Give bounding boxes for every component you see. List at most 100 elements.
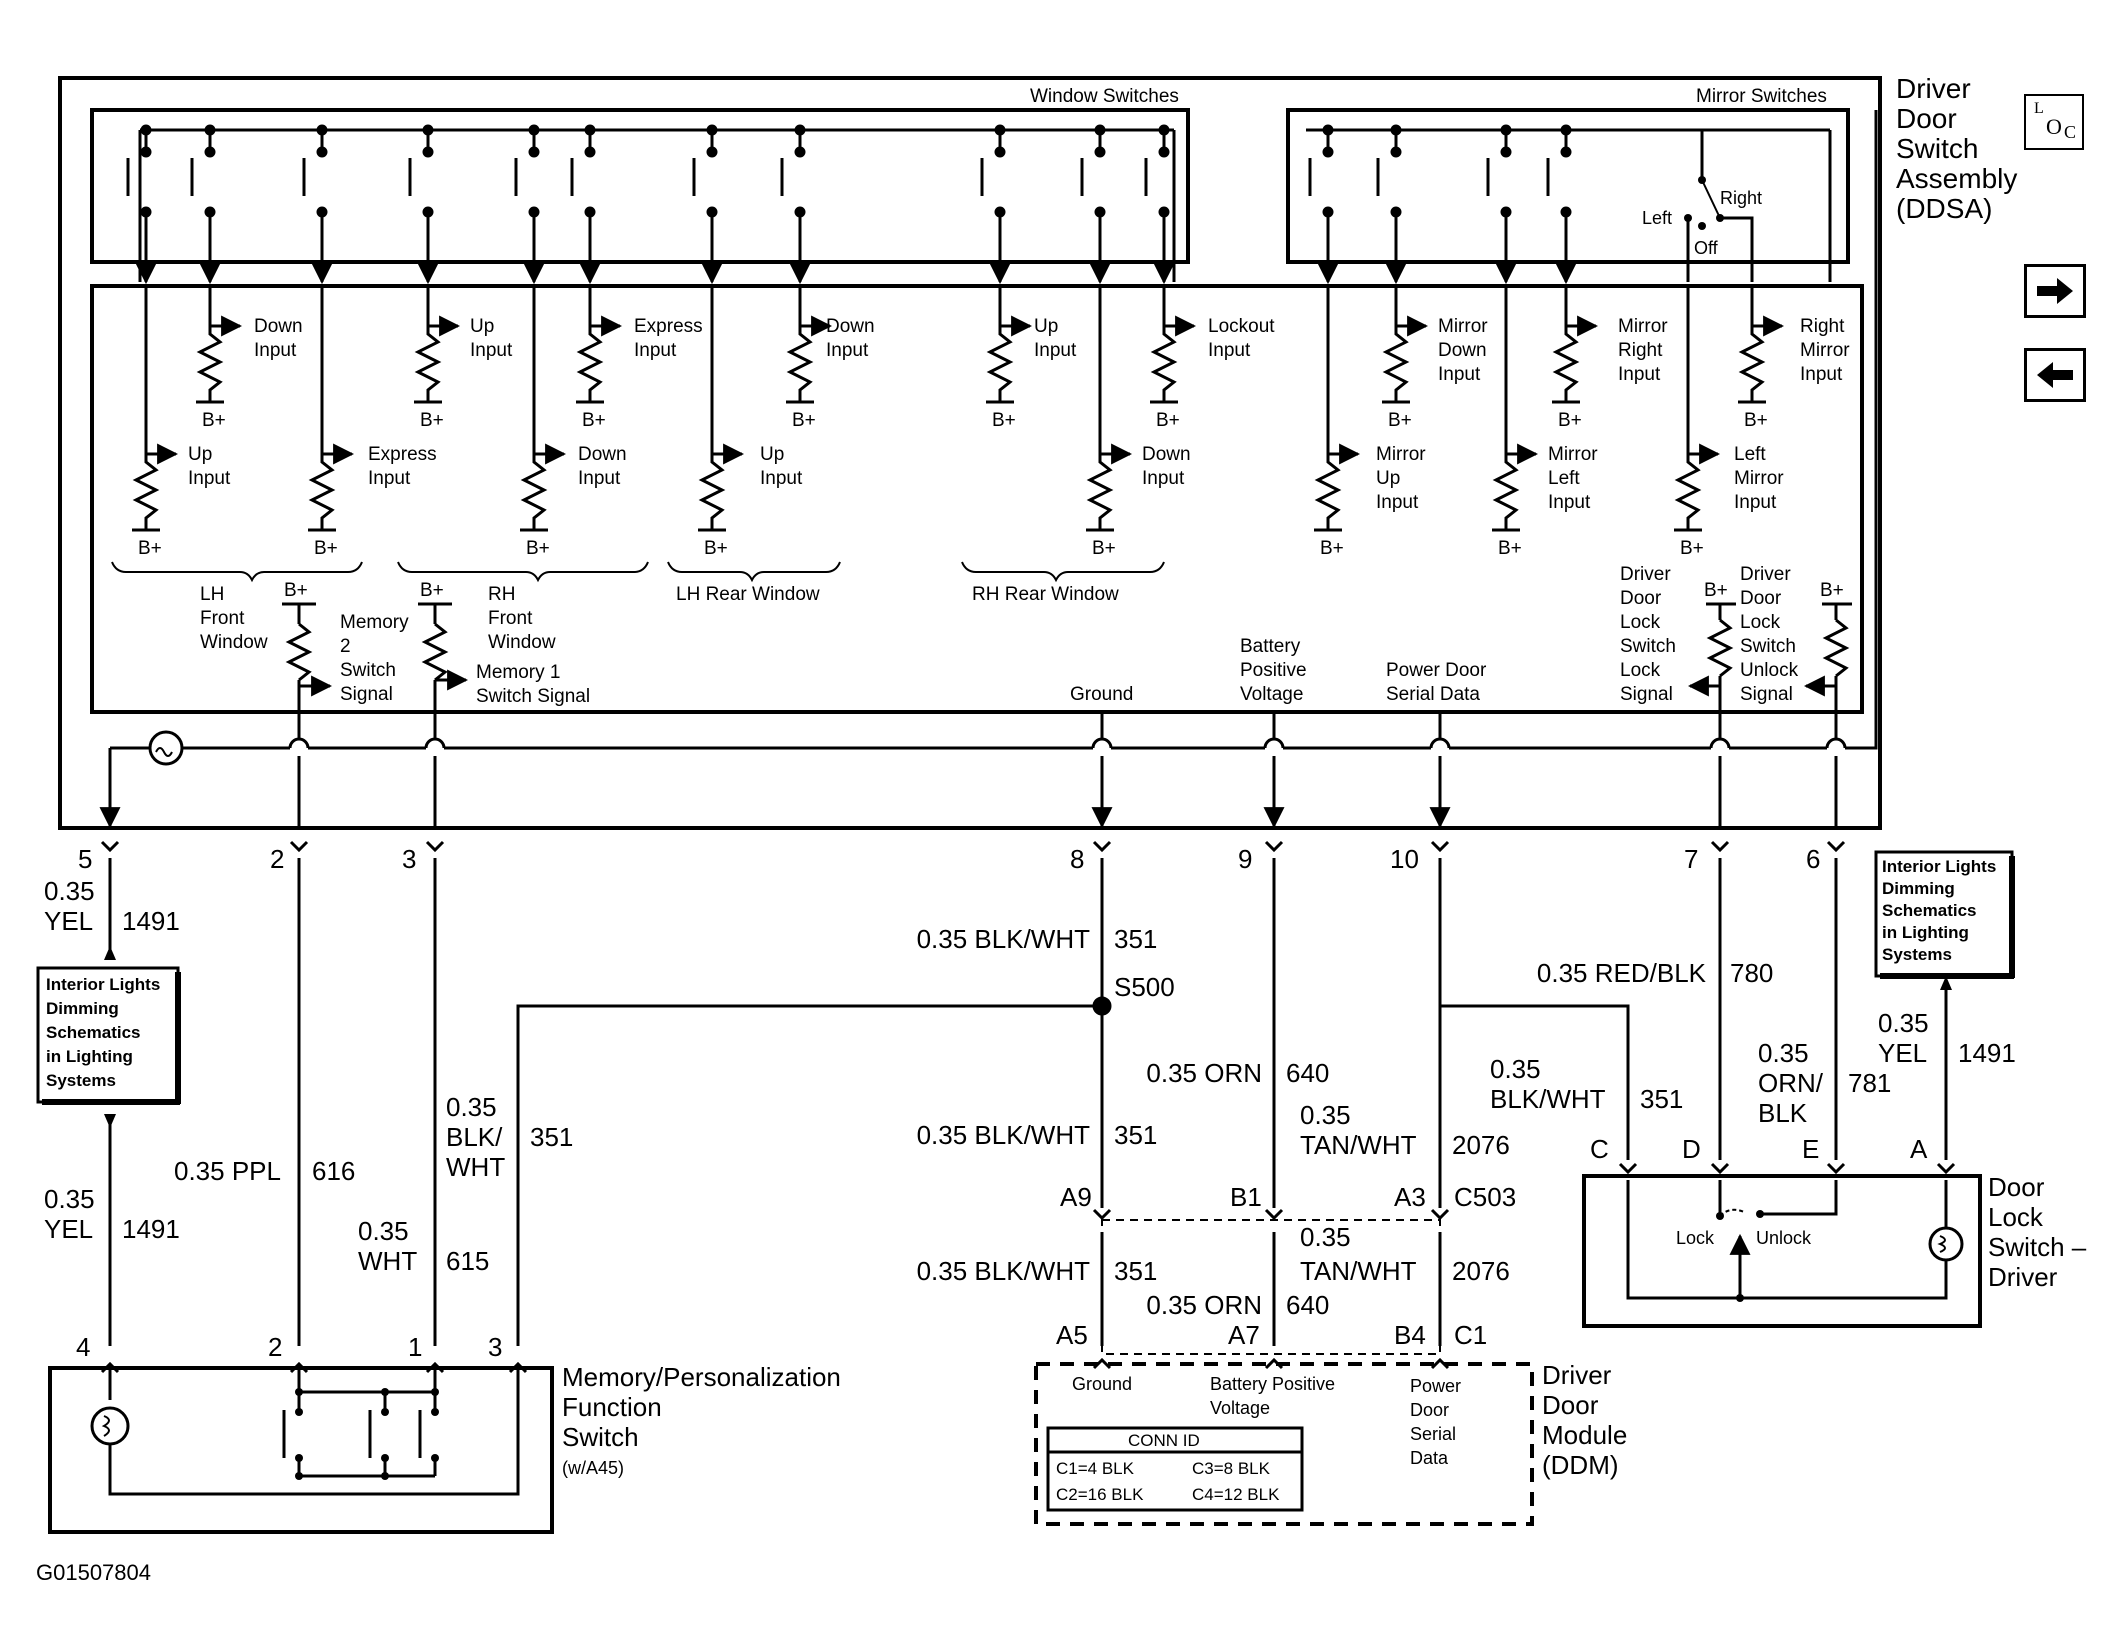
connector-chevron — [1264, 1208, 1284, 1221]
svg-text:Switch: Switch — [562, 1422, 639, 1452]
svg-text:351: 351 — [530, 1122, 573, 1152]
svg-text:Express: Express — [634, 316, 703, 337]
svg-text:Window: Window — [488, 632, 556, 653]
svg-text:Switch Signal: Switch Signal — [476, 686, 590, 707]
svg-text:B+: B+ — [202, 410, 226, 431]
svg-text:Driver: Driver — [1620, 564, 1671, 585]
svg-text:Left: Left — [1734, 444, 1766, 465]
svg-text:Front: Front — [488, 608, 533, 629]
svg-text:Schematics: Schematics — [1882, 901, 1977, 920]
svg-text:Voltage: Voltage — [1240, 684, 1303, 705]
svg-text:Switch: Switch — [1740, 636, 1796, 657]
ddsa-title: Driver Door Switch Assembly (DDSA) — [1896, 73, 2017, 224]
connector-chevron — [1710, 1162, 1730, 1175]
svg-text:0.35 RED/BLK: 0.35 RED/BLK — [1537, 958, 1707, 988]
svg-text:C503: C503 — [1454, 1182, 1516, 1212]
svg-text:Door: Door — [1896, 103, 1957, 134]
svg-text:B+: B+ — [526, 538, 550, 559]
svg-text:Input: Input — [188, 468, 231, 489]
switch-contact — [1080, 124, 1111, 285]
svg-text:Input: Input — [254, 340, 297, 361]
svg-text:Input: Input — [1142, 468, 1185, 489]
svg-text:Ground: Ground — [1070, 684, 1133, 705]
connector-chevron — [425, 840, 445, 853]
connector-chevron — [1092, 1208, 1112, 1221]
svg-text:Front: Front — [200, 608, 245, 629]
window-switches-label: Window Switches — [1030, 86, 1179, 107]
wire-crossovers — [288, 737, 1847, 756]
connector-c503: A9 B1 A3 C503 A5 A7 B4 C1 — [1056, 1182, 1516, 1355]
svg-text:Door: Door — [1740, 588, 1782, 609]
next-page-button[interactable] — [2024, 264, 2086, 318]
input-resistor: B+ — [698, 286, 745, 559]
svg-text:Voltage: Voltage — [1210, 1398, 1270, 1418]
svg-text:351: 351 — [1640, 1084, 1683, 1114]
svg-text:Switch: Switch — [1620, 636, 1676, 657]
svg-text:0.35: 0.35 — [44, 1184, 95, 1214]
svg-text:Left: Left — [1548, 468, 1580, 489]
svg-text:B+: B+ — [284, 580, 308, 601]
svg-text:Right: Right — [1618, 340, 1663, 361]
svg-text:0.35 ORN: 0.35 ORN — [1146, 1058, 1262, 1088]
svg-text:C1=4 BLK: C1=4 BLK — [1056, 1459, 1135, 1478]
connector-chevron — [1710, 840, 1730, 853]
svg-text:Systems: Systems — [1882, 945, 1952, 964]
locator-button[interactable]: L O C — [2024, 94, 2084, 150]
svg-text:1491: 1491 — [1958, 1038, 2016, 1068]
svg-text:0.35 BLK/WHT: 0.35 BLK/WHT — [917, 1120, 1091, 1150]
svg-text:Signal: Signal — [1620, 684, 1673, 705]
svg-text:RH: RH — [488, 584, 515, 605]
svg-text:Unlock: Unlock — [1756, 1228, 1812, 1248]
svg-text:A9: A9 — [1060, 1182, 1092, 1212]
input-resistor: B+ — [520, 286, 567, 559]
svg-text:Window: Window — [200, 632, 268, 653]
svg-text:B+: B+ — [420, 410, 444, 431]
connector-chevron — [100, 840, 120, 853]
svg-text:1491: 1491 — [122, 906, 180, 936]
svg-text:C4=12 BLK: C4=12 BLK — [1192, 1485, 1280, 1504]
svg-text:Signal: Signal — [1740, 684, 1793, 705]
switch-contact — [302, 124, 333, 285]
svg-text:Door: Door — [1410, 1400, 1449, 1420]
svg-text:A7: A7 — [1228, 1320, 1260, 1350]
svg-text:10: 10 — [1390, 844, 1419, 874]
svg-text:3: 3 — [488, 1332, 502, 1362]
mirror-switches-box — [1286, 108, 1850, 264]
svg-text:Input: Input — [470, 340, 513, 361]
interior-lights-ref-right: Interior Lights Dimming Schematics in Li… — [1874, 850, 2015, 979]
memory-personalization-switch: 4 2 1 3 Memory/Personalization Function … — [48, 1332, 841, 1534]
input-resistor: B+ — [1314, 286, 1361, 559]
switch-contact — [190, 124, 221, 285]
memory-signal-resistors — [282, 602, 469, 826]
ref-arrow-down — [104, 1114, 116, 1128]
ref-arrow-up-right — [1940, 976, 1952, 990]
svg-text:B+: B+ — [420, 580, 444, 601]
svg-text:351: 351 — [1114, 1256, 1157, 1286]
svg-text:0.35: 0.35 — [358, 1216, 409, 1246]
svg-text:Unlock: Unlock — [1740, 660, 1799, 681]
svg-text:0.35 PPL: 0.35 PPL — [174, 1156, 281, 1186]
svg-text:Input: Input — [760, 468, 803, 489]
svg-text:B+: B+ — [138, 538, 162, 559]
prev-page-button[interactable] — [2024, 348, 2086, 402]
svg-text:B+: B+ — [1156, 410, 1180, 431]
svg-text:A3: A3 — [1394, 1182, 1426, 1212]
switch-contact — [692, 124, 723, 285]
svg-text:B+: B+ — [1558, 410, 1582, 431]
svg-text:Input: Input — [1618, 364, 1661, 385]
svg-text:B4: B4 — [1394, 1320, 1426, 1350]
svg-text:B+: B+ — [1704, 580, 1728, 601]
svg-text:B1: B1 — [1230, 1182, 1262, 1212]
svg-text:C: C — [1590, 1134, 1609, 1164]
input-resistor: B+ — [1552, 286, 1599, 431]
svg-text:Schematics: Schematics — [46, 1023, 141, 1042]
svg-text:Up: Up — [470, 316, 494, 337]
svg-text:Assembly: Assembly — [1896, 163, 2017, 194]
switch-contact — [1144, 124, 1175, 285]
driver-door-module: Ground Battery Positive Voltage Power Do… — [1034, 1360, 1627, 1526]
svg-text:A5: A5 — [1056, 1320, 1088, 1350]
svg-text:2: 2 — [340, 636, 351, 657]
svg-text:Express: Express — [368, 444, 437, 465]
svg-text:Mirror: Mirror — [1618, 316, 1668, 337]
svg-text:Input: Input — [634, 340, 677, 361]
